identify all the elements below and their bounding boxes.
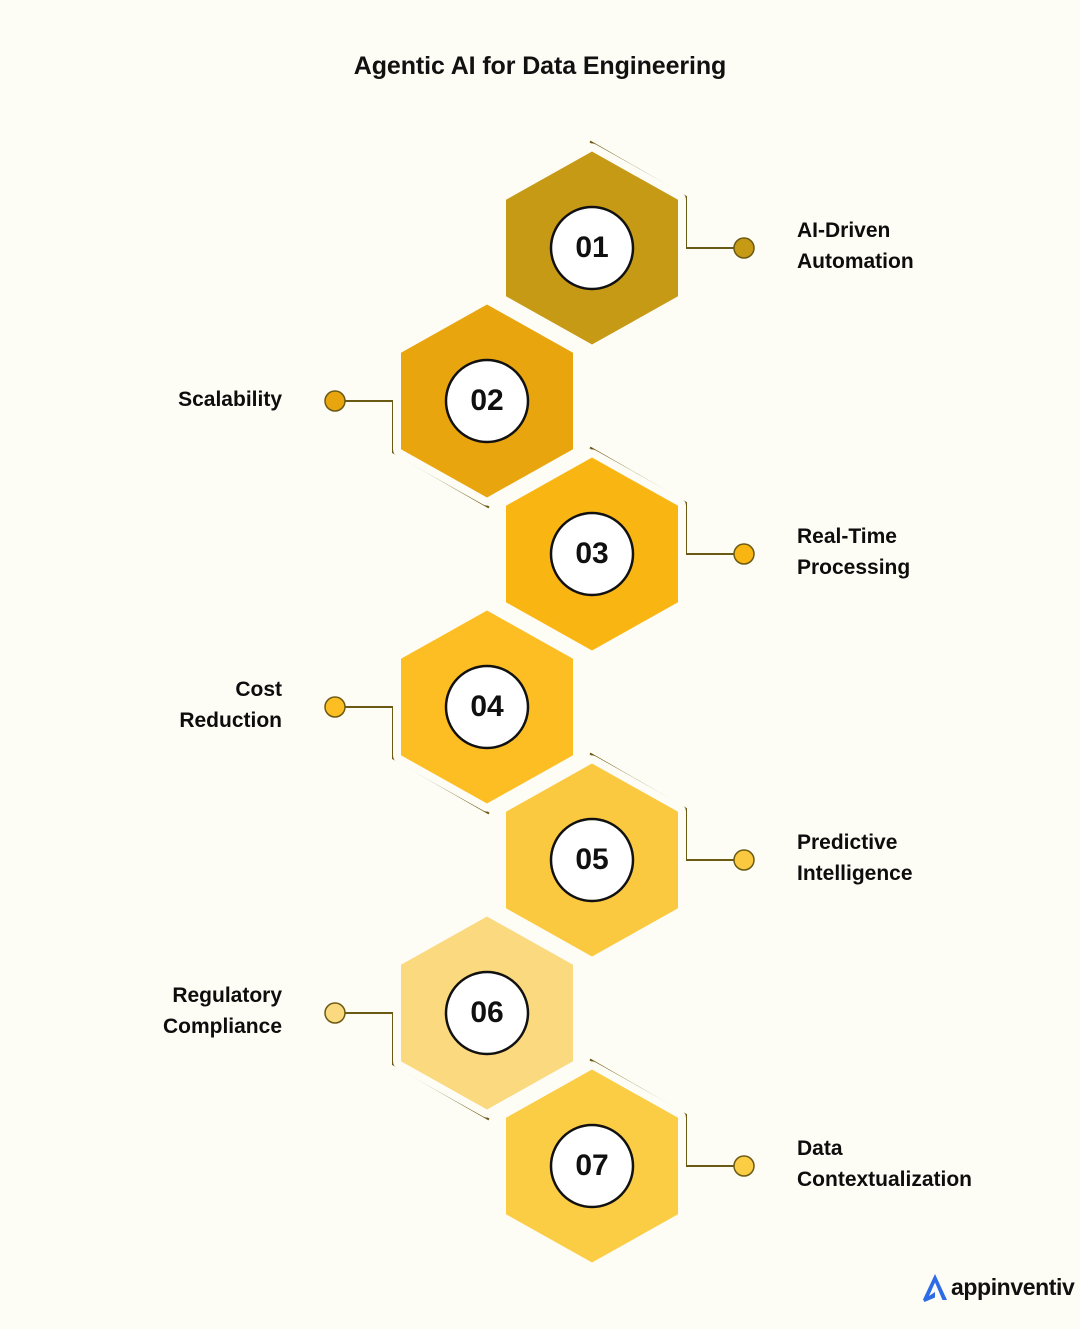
step-label-line1: AI-Driven	[797, 219, 891, 242]
step-number-circle	[444, 970, 530, 1056]
connector-dot	[733, 1155, 755, 1177]
step-label-line1: Cost	[235, 678, 282, 701]
logo-wordmark: appinventiv	[951, 1273, 1075, 1300]
step-label-line1: Scalability	[178, 388, 282, 411]
step-label-line1: Data	[797, 1137, 843, 1160]
connector-dot	[324, 1002, 346, 1024]
step-label-line2: Contextualization	[797, 1167, 973, 1191]
connector-dot	[733, 849, 755, 871]
connector-dot-layer	[324, 237, 755, 1177]
step-label-line2: Automation	[797, 249, 914, 273]
step-number-circle	[549, 511, 635, 597]
step-label-02: Scalability	[0, 385, 282, 416]
step-number-circle	[444, 664, 530, 750]
step-number-circle	[444, 358, 530, 444]
step-label-line1: Predictive	[797, 831, 898, 854]
step-label-line2: Compliance	[162, 1014, 282, 1038]
step-number: 02	[470, 384, 504, 417]
step-label-line2: Intelligence	[797, 861, 913, 885]
step-label-line2: Processing	[797, 555, 911, 579]
step-number-circle	[549, 205, 635, 291]
step-number: 07	[575, 1149, 609, 1182]
step-number: 01	[575, 231, 609, 264]
page-title: Agentic AI for Data Engineering	[353, 52, 727, 80]
step-label-line1: Regulatory	[172, 984, 282, 1007]
connector-dot	[733, 543, 755, 565]
step-number: 06	[470, 996, 504, 1029]
step-label-line1: Real-Time	[797, 525, 897, 548]
connector-dot	[324, 390, 346, 412]
hexagon-layer	[393, 143, 686, 1271]
step-number: 05	[575, 843, 609, 876]
appinventiv-arrow-mark	[923, 1274, 947, 1302]
step-number: 03	[575, 537, 609, 570]
step-number-circle	[549, 1123, 635, 1209]
appinventiv-logo: appinventiv	[921, 1272, 1075, 1302]
connector-dot	[324, 696, 346, 718]
connector-dot	[733, 237, 755, 259]
step-number: 04	[470, 690, 504, 723]
step-number-circle	[549, 817, 635, 903]
step-label-line2: Reduction	[179, 708, 282, 732]
